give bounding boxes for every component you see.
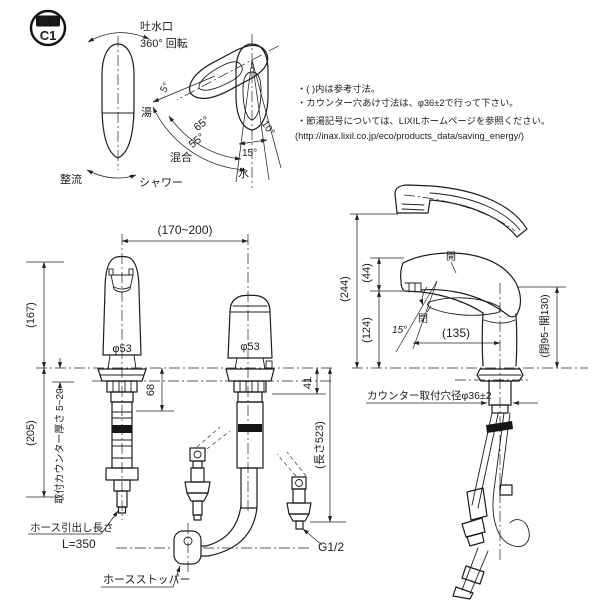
hose-length-dim: (長さ523) [313, 421, 326, 469]
top-operation-diagram: 吐水口 360° 回転 整流 シャワー 5° 65° [60, 20, 282, 189]
handle-under-dim: 41 [302, 377, 314, 389]
notes-block: ・( )内は参考寸法。 ・カウンター穴あけ寸法は、φ36±2で行って下さい。 ・… [295, 83, 550, 141]
spout-height-dim: (167) [25, 302, 37, 328]
spout-unit-shank [97, 368, 147, 514]
mode-switch-arrow [86, 169, 137, 179]
mounting-hole-callout: カウンター取付穴径φ36±2 [366, 389, 538, 406]
angle-65-label: 65° [192, 114, 213, 134]
note-line-1: ・( )内は参考寸法。 [297, 83, 380, 94]
badge-label: 節湯 [38, 16, 57, 27]
angle-5-label: 5° [158, 81, 172, 95]
side-view: 開 閉 15° (135) (244) (44) (124) [339, 184, 588, 600]
angle-15-label: 15° [242, 148, 257, 159]
hose-stopper-label: ホースストッパー [103, 573, 190, 586]
lever-height-dim: (44) [361, 263, 373, 283]
lever-angle-label: 15° [392, 325, 407, 336]
front-labels: ホース引出し長さ L=350 ホースストッパー G1/2 [28, 510, 344, 588]
raised-spout-outline [394, 184, 528, 238]
supply-thread-fitting [276, 451, 312, 530]
handle-unit: φ53 [227, 294, 273, 370]
span-dim-label: (170~200) [157, 223, 212, 237]
check-valve-fitting [184, 426, 231, 521]
body-height-dim: (124) [361, 317, 373, 343]
lever-motion-arrow [419, 286, 428, 306]
mounting-hole-label: カウンター取付穴径φ36±2 [367, 389, 492, 402]
thread-size-label: G1/2 [318, 540, 344, 554]
under-height-dim: (205) [25, 420, 37, 446]
handle-range-dim: (閉95~開130) [539, 294, 551, 357]
counter-thickness-dim: 取付カウンター厚さ 5~20 [53, 388, 66, 504]
spout-unit: φ53 [102, 255, 142, 370]
handle-unit-shank [200, 368, 275, 557]
spout-under-dim: 68 [145, 384, 157, 396]
eco-badge: 節湯 C1 [29, 9, 67, 47]
closed-position-label: 閉 [418, 313, 428, 325]
hot-water-label: 湯 [141, 106, 152, 119]
lever-angle-lines: 15° [392, 280, 438, 353]
hose-pullout-label: ホース引出し長さ [30, 521, 113, 534]
reach-dim-label: (135) [442, 326, 470, 340]
note-line-3: ・節湯記号については、LIXILホームページを参照ください。 [297, 115, 550, 126]
straight-flow-label: 整流 [60, 172, 82, 186]
mix-water-label: 混合 [170, 150, 192, 164]
badge-class-label: C1 [40, 28, 57, 43]
shower-label: シャワー [139, 177, 183, 189]
lever-front-view [101, 36, 135, 170]
spout-rotation-label-2: 360° 回転 [140, 37, 188, 50]
angle-10-label: 10° [259, 119, 277, 138]
hose-pullout-value: L=350 [62, 537, 96, 551]
front-dimensions: (167) (205) 取付カウンター厚さ 5~20 68 41 (長さ523) [25, 261, 346, 523]
badge-top-plate [36, 15, 60, 27]
handle-diameter-label: φ53 [240, 341, 259, 353]
side-under-counter [452, 368, 530, 600]
lever-top-view-vertical [235, 34, 269, 188]
front-view: (170~200) φ53 [25, 223, 346, 588]
side-dimensions: (244) (44) (124) (閉95~開130) [339, 213, 566, 369]
note-line-4: (http://inax.lixil.co.jp/eco/products_da… [295, 131, 524, 141]
cold-water-label: 水 [238, 167, 249, 180]
rotation-arrow [87, 32, 150, 43]
hose-stopper [173, 523, 202, 572]
open-position-label: 開 [446, 251, 456, 263]
rotation-range-arcs [152, 59, 282, 183]
spout-diameter-label: φ53 [112, 343, 131, 355]
note-line-2: ・カウンター穴あけ寸法は、φ36±2で行って下さい。 [297, 97, 518, 108]
total-height-dim: (244) [339, 276, 351, 302]
spout-rotation-label-1: 吐水口 [140, 20, 173, 33]
faucet-side-profile: 開 閉 [400, 251, 522, 367]
